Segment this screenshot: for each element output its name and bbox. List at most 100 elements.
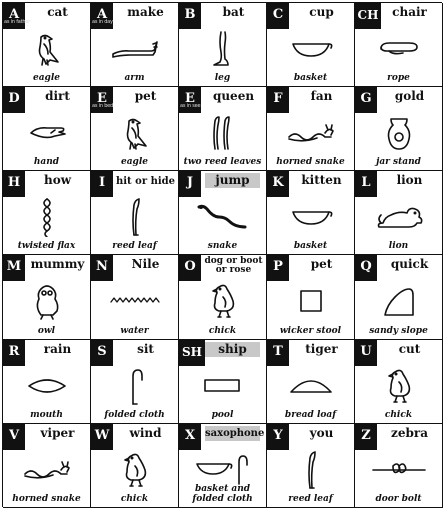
- door-bolt-icon: [355, 450, 442, 490]
- glyph-caption: horned snake: [12, 493, 81, 504]
- jar-stand-icon: [355, 113, 442, 153]
- pronunciation-note: as in bed: [92, 103, 114, 110]
- example-word: lion: [396, 173, 423, 188]
- example-word: ship: [205, 341, 260, 357]
- bread-loaf-icon: [267, 366, 354, 406]
- example-word: gold: [394, 89, 425, 104]
- example-word: tiger: [305, 341, 338, 356]
- glyph-caption: reed leaf: [112, 241, 157, 252]
- wicker-stool-icon: [267, 281, 354, 321]
- hand-icon: [3, 113, 90, 153]
- example-word: cut: [398, 341, 421, 356]
- glyph-caption: door bolt: [375, 493, 422, 504]
- glyph-caption: leg: [214, 73, 231, 84]
- letter-label: A: [91, 3, 113, 29]
- letter-label: P: [267, 255, 289, 282]
- arm-icon: [91, 29, 178, 69]
- example-word: queen: [212, 89, 255, 104]
- letter-label: U: [355, 339, 377, 366]
- example-word: cup: [309, 5, 334, 19]
- glyph-caption: chick: [208, 325, 237, 336]
- owl-icon: [3, 281, 90, 321]
- glyph-caption: pool: [211, 409, 234, 420]
- letter-label: G: [355, 87, 377, 114]
- example-word: jump: [205, 173, 260, 189]
- glyph-caption: water: [120, 325, 149, 336]
- glyph-caption: lion: [388, 241, 409, 252]
- letter-label: L: [355, 171, 377, 198]
- horned-snake-icon: [3, 450, 90, 490]
- glyph-caption: snake: [207, 241, 238, 252]
- glyph-caption: folded cloth: [104, 409, 165, 420]
- eagle-icon: [91, 113, 178, 153]
- letter-label: C: [267, 3, 289, 29]
- glyph-caption: basket: [293, 73, 328, 84]
- glyph-caption: basket and folded cloth: [192, 483, 253, 504]
- letter-label: S: [91, 339, 113, 366]
- example-word: cat: [47, 5, 68, 19]
- letter-label: W: [91, 423, 113, 450]
- example-word: zebra: [391, 425, 428, 440]
- example-word: hit or hide: [115, 176, 175, 188]
- example-word: kitten: [301, 173, 342, 188]
- glyph-caption: bread loaf: [284, 409, 337, 420]
- chick-icon: [355, 366, 442, 406]
- basket-and-folded-cloth-icon: [179, 450, 266, 490]
- letter-label: N: [91, 255, 113, 282]
- letter-label: H: [3, 171, 25, 198]
- letter-label: F: [267, 87, 289, 114]
- glyph-caption: eagle: [121, 157, 148, 168]
- example-word: make: [127, 5, 164, 19]
- horned-snake-icon: [267, 113, 354, 153]
- snake-icon: [179, 197, 266, 237]
- reed-leaf-icon: [91, 197, 178, 237]
- glyph-caption: wicker stool: [279, 325, 342, 336]
- glyph-caption: chick: [120, 493, 149, 504]
- folded-cloth-icon: [91, 366, 178, 406]
- glyph-caption: basket: [293, 241, 328, 252]
- example-word: fan: [310, 89, 333, 104]
- chick-icon: [91, 450, 178, 490]
- glyph-caption: eagle: [33, 73, 60, 84]
- letter-label: Y: [267, 423, 289, 450]
- pool-icon: [179, 366, 266, 406]
- letter-label: I: [91, 171, 113, 198]
- example-word: bat: [222, 5, 245, 19]
- letter-label: E: [91, 87, 113, 114]
- example-word: how: [43, 173, 72, 188]
- letter-label: D: [3, 87, 25, 114]
- letter-label: V: [3, 423, 25, 450]
- example-word: viper: [40, 425, 75, 440]
- rope-icon: [355, 29, 442, 69]
- glyph-caption: sandy slope: [369, 325, 428, 336]
- pronunciation-note: as in see: [180, 103, 201, 110]
- letter-label: Z: [355, 423, 377, 450]
- twisted-flax-icon: [3, 197, 90, 238]
- letter-label: CH: [355, 3, 381, 29]
- example-word: rain: [43, 341, 72, 356]
- example-word: dog or boot or rose: [204, 256, 263, 276]
- glyph-caption: jar stand: [376, 157, 421, 168]
- letter-label: J: [179, 171, 201, 198]
